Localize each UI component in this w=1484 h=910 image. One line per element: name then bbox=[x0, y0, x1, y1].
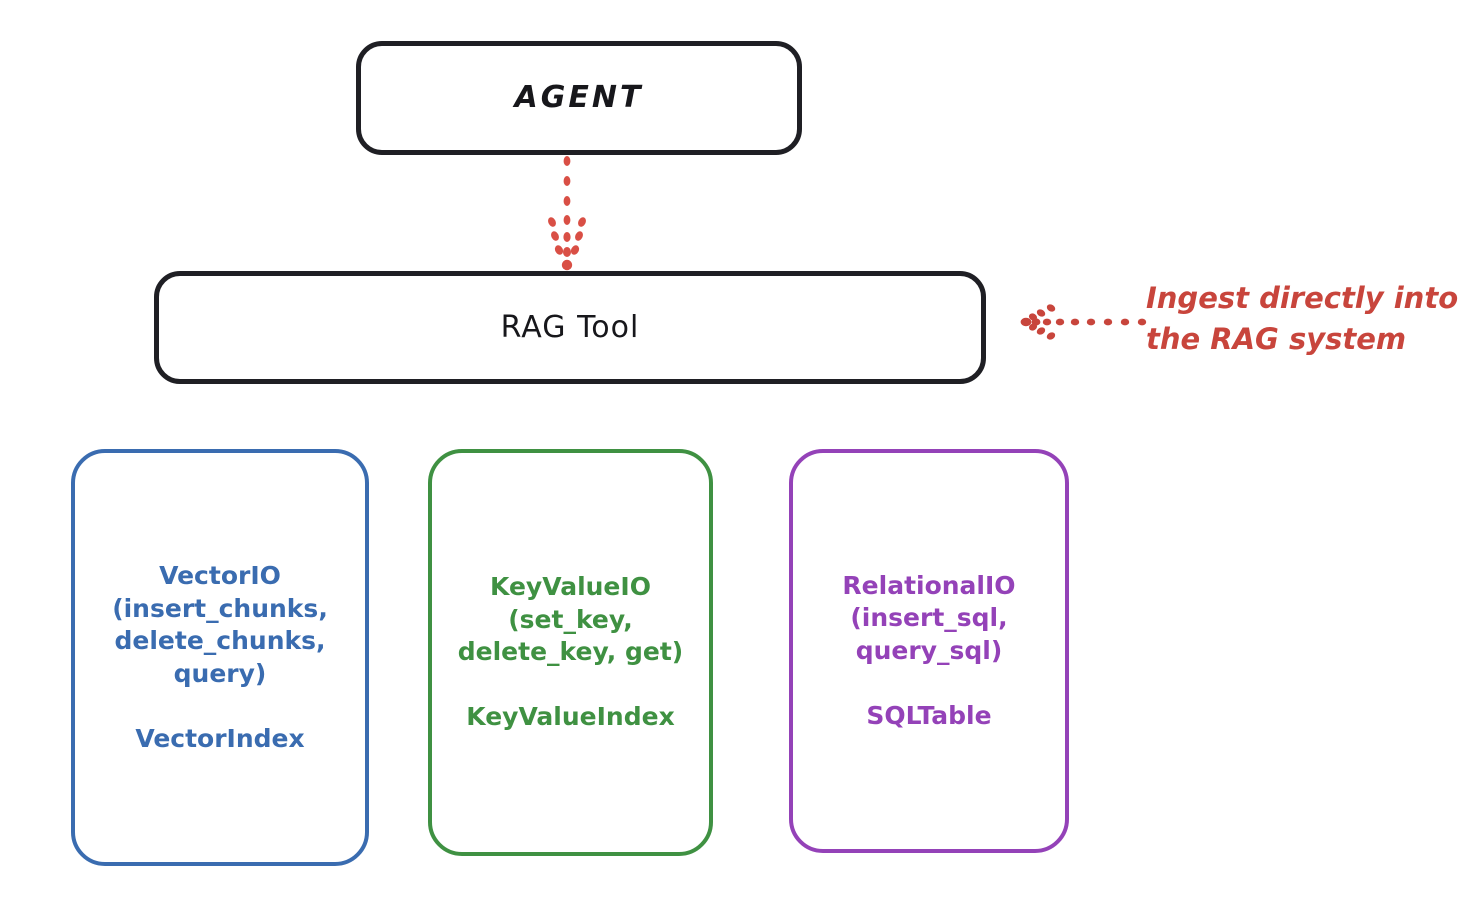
node-key-value-io[interactable]: KeyValueIO (set_key, delete_key, get) Ke… bbox=[428, 449, 713, 856]
node-vector-io[interactable]: VectorIO (insert_chunks, delete_chunks, … bbox=[71, 449, 369, 866]
node-rag-tool[interactable]: RAG Tool bbox=[154, 271, 986, 384]
node-agent-label: AGENT bbox=[514, 80, 644, 116]
node-agent[interactable]: AGENT bbox=[356, 41, 802, 155]
node-rag-tool-label: RAG Tool bbox=[500, 309, 640, 345]
ingest-annotation-text: Ingest directly into the RAG system bbox=[1146, 281, 1459, 357]
dotted-arrow-left-icon bbox=[1020, 304, 1147, 340]
node-relational-io[interactable]: RelationalIO (insert_sql, query_sql) SQL… bbox=[789, 449, 1069, 853]
node-relational-io-label: RelationalIO (insert_sql, query_sql) SQL… bbox=[842, 570, 1016, 730]
dotted-arrow-down-icon bbox=[548, 156, 586, 271]
node-key-value-io-label: KeyValueIO (set_key, delete_key, get) Ke… bbox=[457, 572, 684, 732]
node-vector-io-label: VectorIO (insert_chunks, delete_chunks, … bbox=[112, 561, 328, 753]
